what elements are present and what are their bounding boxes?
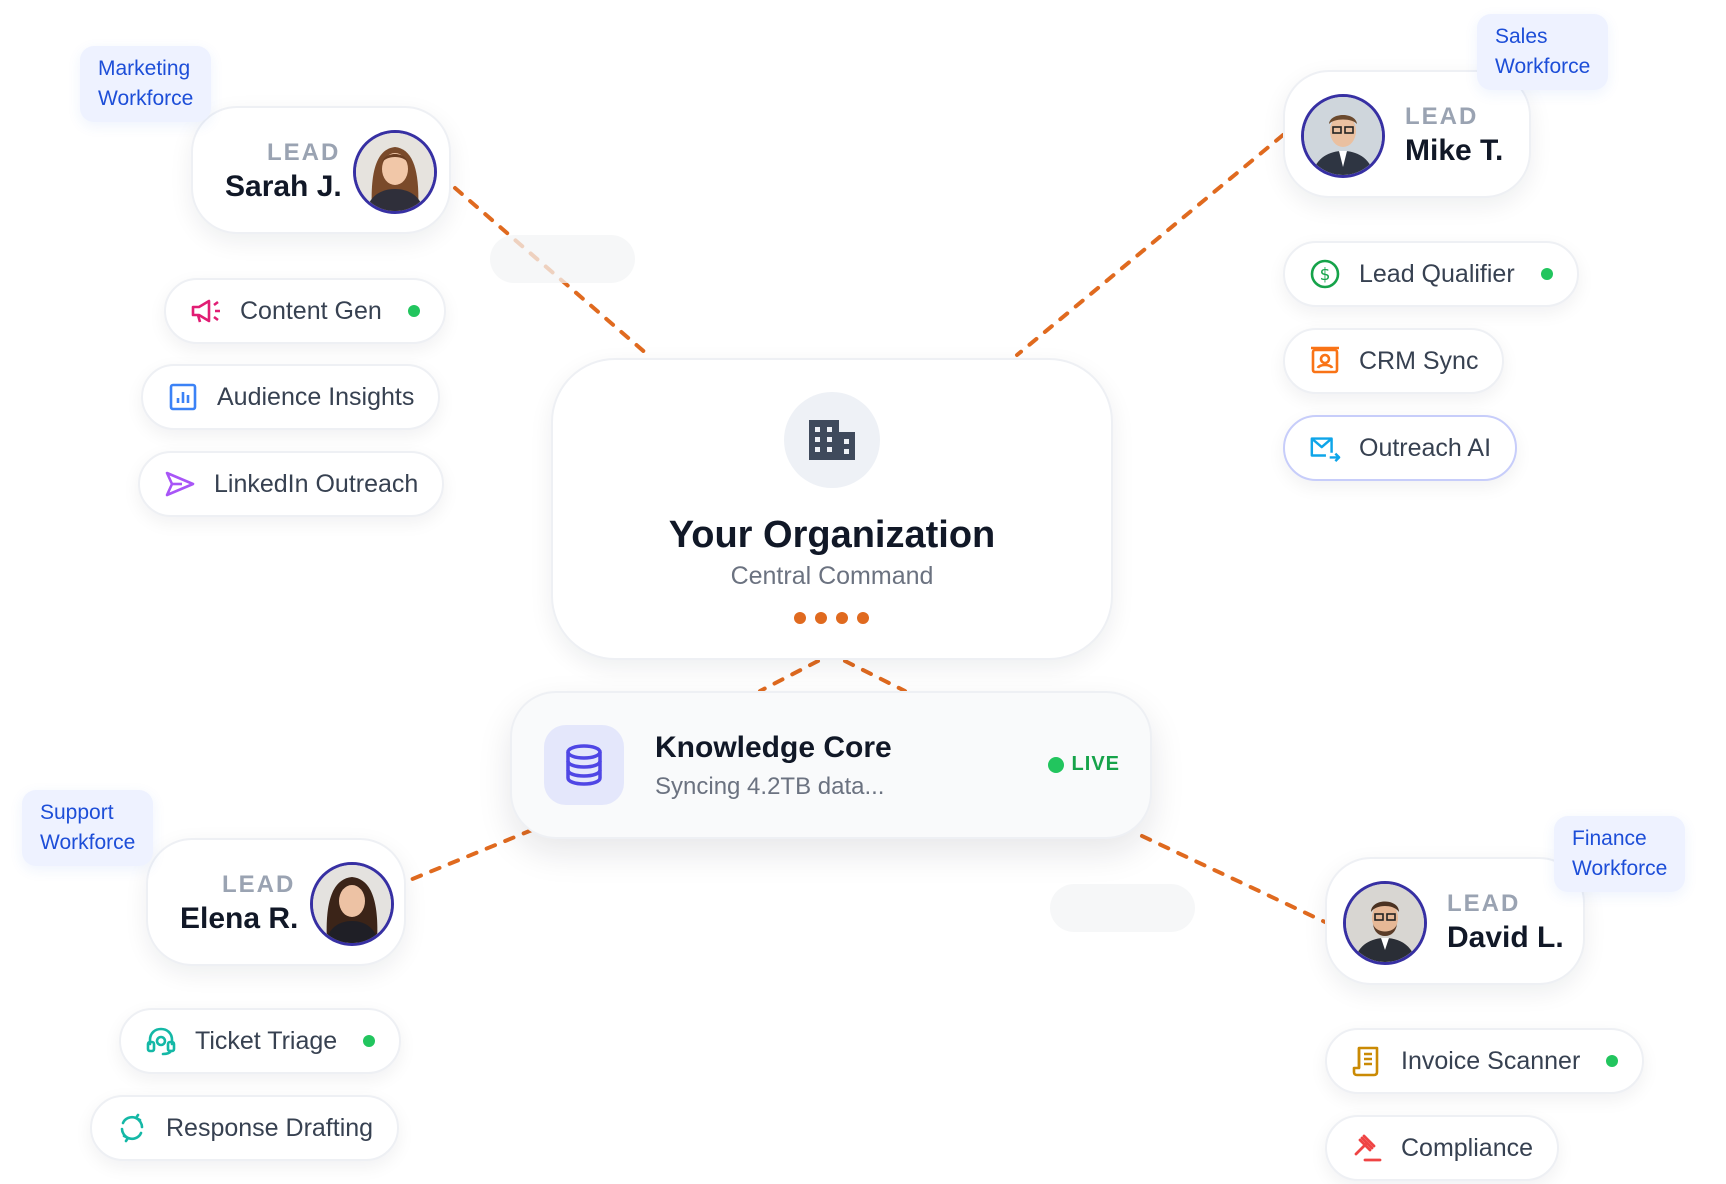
placeholder-shape	[1050, 884, 1195, 932]
badge-line: Marketing	[98, 54, 193, 84]
dollar-icon: $	[1309, 258, 1341, 290]
agent-label: Content Gen	[240, 297, 382, 326]
agent-content-gen[interactable]: Content Gen	[164, 278, 446, 344]
agent-ticket-triage[interactable]: Ticket Triage	[119, 1008, 401, 1074]
live-status-text: LIVE	[1072, 753, 1120, 776]
agent-invoice-scanner[interactable]: Invoice Scanner	[1325, 1028, 1644, 1094]
avatar	[353, 130, 437, 214]
agent-label: Audience Insights	[217, 383, 414, 412]
megaphone-icon	[190, 295, 222, 327]
lead-card-marketing[interactable]: LEAD Sarah J.	[191, 106, 451, 234]
headset-icon	[145, 1025, 177, 1057]
database-icon	[544, 725, 624, 805]
lead-label: LEAD	[1447, 890, 1520, 918]
connector-support	[410, 830, 532, 880]
live-status-badge: LIVE	[1048, 753, 1120, 776]
agent-compliance[interactable]: Compliance	[1325, 1115, 1559, 1181]
badge-line: Sales	[1495, 22, 1590, 52]
badge-line: Support	[40, 798, 135, 828]
contact-card-icon	[1309, 345, 1341, 377]
workforce-badge-marketing: Marketing Workforce	[80, 46, 211, 122]
badge-line: Finance	[1572, 824, 1667, 854]
organization-title: Your Organization	[553, 514, 1111, 557]
gavel-icon	[1351, 1132, 1383, 1164]
knowledge-core-card[interactable]: Knowledge Core Syncing 4.2TB data... LIV…	[510, 691, 1152, 839]
workforce-badge-support: Support Workforce	[22, 790, 153, 866]
lead-label: LEAD	[222, 871, 295, 899]
workforce-badge-finance: Finance Workforce	[1554, 816, 1685, 892]
send-icon	[164, 468, 196, 500]
agent-outreach-ai[interactable]: Outreach AI	[1283, 415, 1517, 481]
lead-card-support[interactable]: LEAD Elena R.	[146, 838, 406, 966]
agent-label: Invoice Scanner	[1401, 1047, 1580, 1076]
loading-dots	[794, 612, 869, 624]
avatar	[1343, 881, 1427, 965]
mail-forward-icon	[1309, 432, 1341, 464]
placeholder-shape	[490, 235, 635, 283]
knowledge-core-title: Knowledge Core	[655, 731, 892, 765]
agent-label: Lead Qualifier	[1359, 260, 1515, 289]
lead-label: LEAD	[1405, 103, 1478, 131]
connector-core-right	[845, 661, 905, 691]
lead-card-finance[interactable]: LEAD David L.	[1325, 857, 1585, 985]
connector-core-left	[760, 661, 818, 691]
agent-crm-sync[interactable]: CRM Sync	[1283, 328, 1504, 394]
lead-label: LEAD	[267, 139, 340, 167]
agent-lead-qualifier[interactable]: $ Lead Qualifier	[1283, 241, 1579, 307]
active-status-dot	[1541, 268, 1553, 280]
lead-name: David L.	[1447, 921, 1564, 955]
agent-label: CRM Sync	[1359, 347, 1478, 376]
active-status-dot	[363, 1035, 375, 1047]
badge-line: Workforce	[40, 828, 135, 858]
avatar	[310, 862, 394, 946]
bar-chart-icon	[167, 381, 199, 413]
organization-card[interactable]: Your Organization Central Command	[551, 358, 1113, 660]
agent-label: LinkedIn Outreach	[214, 470, 418, 499]
knowledge-core-subtitle: Syncing 4.2TB data...	[655, 773, 884, 801]
building-icon	[784, 392, 880, 488]
refresh-chat-icon	[116, 1112, 148, 1144]
badge-line: Workforce	[1495, 52, 1590, 82]
lead-name: Sarah J.	[225, 170, 342, 204]
agent-audience-insights[interactable]: Audience Insights	[141, 364, 440, 430]
badge-line: Workforce	[1572, 854, 1667, 884]
agent-label: Response Drafting	[166, 1114, 373, 1143]
agent-linkedin-outreach[interactable]: LinkedIn Outreach	[138, 451, 444, 517]
connector-sales	[1017, 135, 1283, 355]
agent-label: Outreach AI	[1359, 434, 1491, 463]
lead-name: Elena R.	[180, 902, 298, 936]
organization-subtitle: Central Command	[553, 562, 1111, 591]
agent-response-drafting[interactable]: Response Drafting	[90, 1095, 399, 1161]
agent-label: Ticket Triage	[195, 1027, 337, 1056]
agent-label: Compliance	[1401, 1134, 1533, 1163]
avatar	[1301, 94, 1385, 178]
active-status-dot	[1606, 1055, 1618, 1067]
lead-name: Mike T.	[1405, 134, 1503, 168]
live-dot	[1048, 757, 1064, 773]
workforce-badge-sales: Sales Workforce	[1477, 14, 1608, 90]
badge-line: Workforce	[98, 84, 193, 114]
active-status-dot	[408, 305, 420, 317]
receipt-icon	[1351, 1045, 1383, 1077]
svg-text:$: $	[1320, 265, 1331, 285]
